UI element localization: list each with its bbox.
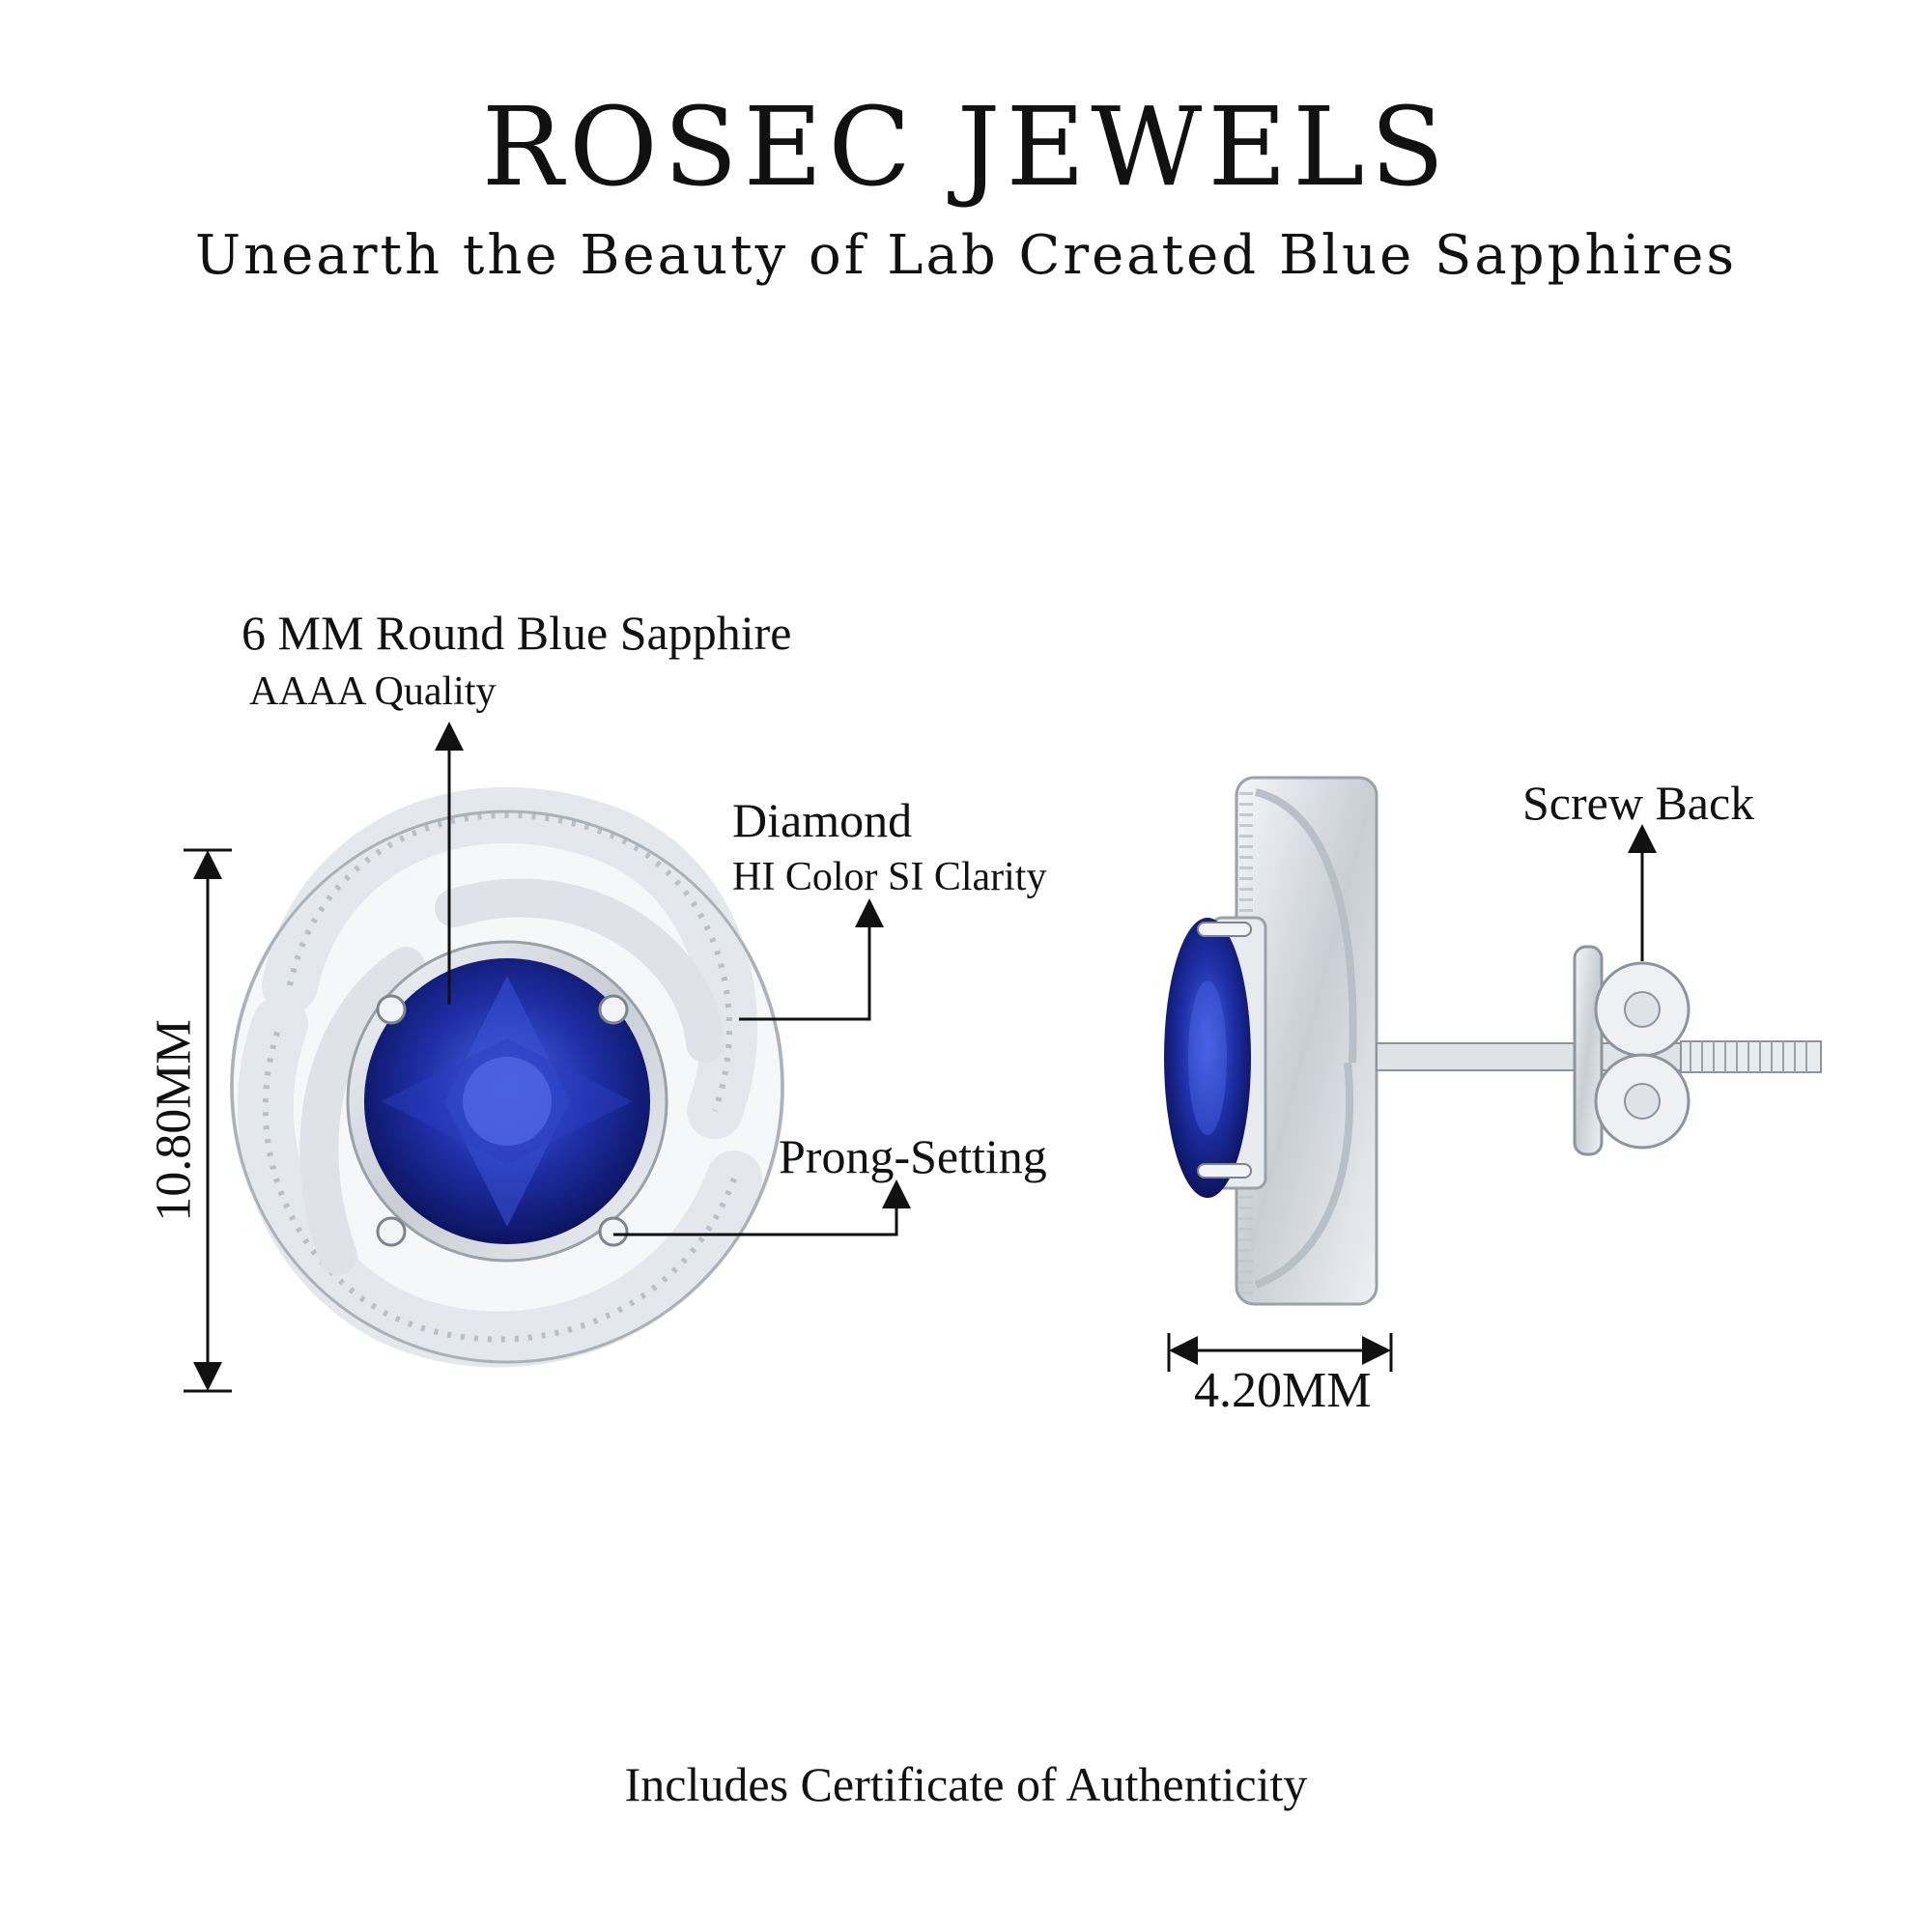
label-center-stone-subtitle: AAAA Quality (249, 669, 497, 714)
label-diamond-title: Diamond (732, 793, 913, 847)
certificate-note: Includes Certificate of Authenticity (624, 1757, 1308, 1811)
arrow-prong (613, 1179, 911, 1236)
label-screw-back: Screw Back (1522, 776, 1755, 830)
label-prong-setting: Prong-Setting (779, 1129, 1047, 1183)
brand-tagline: Unearth the Beauty of Lab Created Blue S… (194, 224, 1738, 287)
dimension-depth: 4.20MM (1194, 1363, 1372, 1418)
side-view-earring (1164, 776, 1822, 1306)
label-center-stone-title: 6 MM Round Blue Sapphire (242, 606, 792, 660)
sapphire-gem-side (1164, 918, 1251, 1198)
prong (376, 994, 407, 1025)
brand-name: ROSEC JEWELS (481, 85, 1451, 211)
screw-thread (1680, 1040, 1822, 1073)
prong (376, 1216, 407, 1247)
dimension-height: 10.80MM (146, 1019, 202, 1222)
prong (598, 1216, 629, 1247)
label-diamond-subtitle: HI Color SI Clarity (732, 855, 1047, 899)
front-view-earring (230, 786, 784, 1368)
annotation-lines (184, 722, 1657, 1393)
prong (598, 994, 629, 1025)
screw-back-nut (1573, 945, 1690, 1156)
arrow-diamond (739, 898, 884, 1021)
